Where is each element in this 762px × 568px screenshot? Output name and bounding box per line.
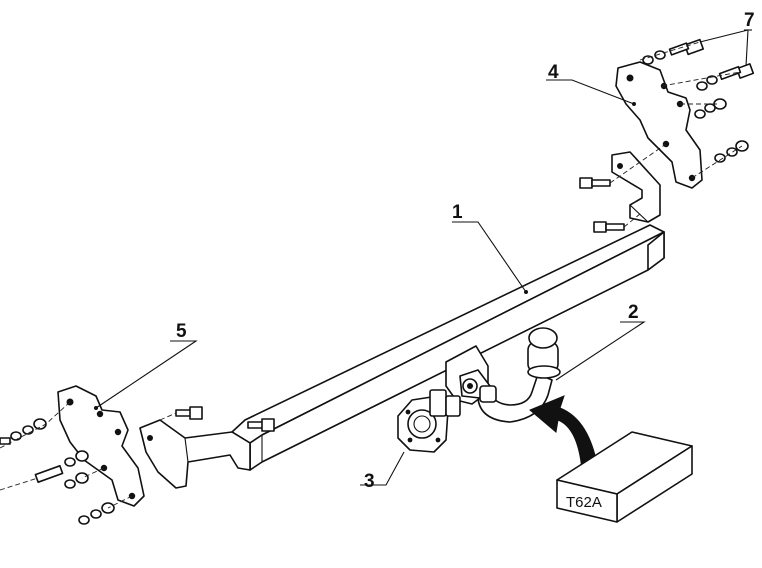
- callout-leaders: [94, 29, 752, 486]
- install-arrow: [529, 395, 599, 471]
- callout-3: 3: [364, 471, 375, 492]
- callout-1: 1: [452, 202, 463, 223]
- left-side-arm: [139, 419, 251, 489]
- callout-4: 4: [548, 62, 559, 83]
- left-fasteners: [0, 401, 275, 525]
- electrical-socket-plate: [397, 389, 461, 453]
- kit-box-label: T62A: [566, 494, 602, 511]
- callout-7: 7: [744, 10, 755, 31]
- callout-5: 5: [176, 321, 187, 342]
- crossbar: [231, 224, 665, 471]
- kit-box: T62A: [556, 431, 693, 523]
- right-side-arm: [611, 151, 661, 223]
- hitch-mount: [445, 345, 497, 405]
- right-fasteners: [579, 38, 755, 233]
- callout-2: 2: [628, 302, 639, 323]
